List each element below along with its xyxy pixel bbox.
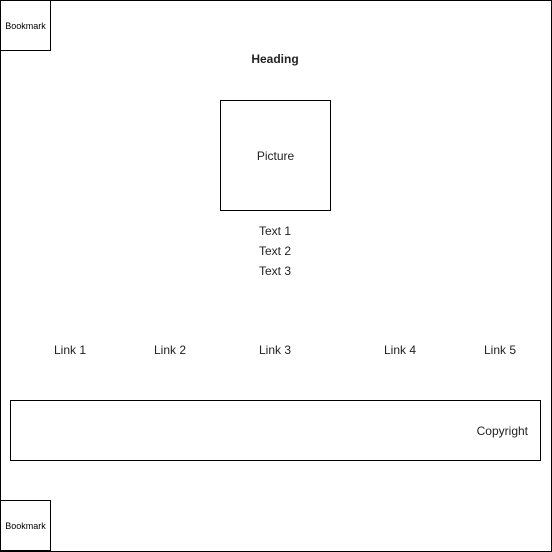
- text-line-2: Text 2: [258, 244, 291, 258]
- link-1[interactable]: Link 1: [53, 343, 87, 357]
- bookmark-bottom[interactable]: Bookmark: [0, 500, 51, 551]
- picture-placeholder: Picture: [220, 100, 331, 211]
- link-3[interactable]: Link 3: [258, 343, 292, 357]
- page-heading: Heading: [251, 52, 299, 66]
- picture-label: Picture: [256, 148, 295, 163]
- text-line-1: Text 1: [258, 224, 291, 238]
- bookmark-top-label: Bookmark: [5, 20, 46, 31]
- text-line-3: Text 3: [258, 264, 291, 278]
- link-5[interactable]: Link 5: [483, 343, 517, 357]
- link-2[interactable]: Link 2: [153, 343, 187, 357]
- link-4[interactable]: Link 4: [383, 343, 417, 357]
- copyright-text: Copyright: [476, 423, 528, 438]
- footer: Copyright: [10, 400, 541, 461]
- bookmark-bottom-label: Bookmark: [5, 520, 46, 531]
- bookmark-top[interactable]: Bookmark: [0, 0, 51, 51]
